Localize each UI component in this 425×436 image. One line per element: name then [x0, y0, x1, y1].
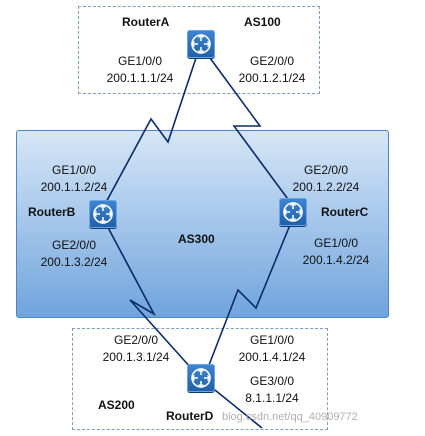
interface-name: GE3/0/0 — [249, 374, 295, 388]
router-d-ge100-label: GE1/0/0 200.1.4.1/24 — [228, 333, 316, 364]
link-a-c — [209, 57, 294, 207]
router-d-ge300-label: GE3/0/0 8.1.1.1/24 — [230, 374, 314, 405]
router-c-name: RouterC — [321, 205, 369, 219]
interface-ip: 200.1.4.1/24 — [238, 350, 306, 364]
interface-ip: 200.1.3.2/24 — [40, 255, 108, 269]
interface-ip: 200.1.1.1/24 — [106, 71, 174, 85]
router-b-icon[interactable] — [89, 200, 117, 228]
router-c-icon[interactable] — [279, 198, 307, 226]
router-d-ge200-label: GE2/0/0 200.1.3.1/24 — [92, 333, 180, 364]
as200-area — [72, 328, 328, 430]
link-a-b — [103, 57, 197, 207]
link-d-external — [209, 385, 263, 429]
router-c-ge100-label: GE1/0/0 200.1.4.2/24 — [292, 236, 380, 267]
as200-label: AS200 — [98, 398, 135, 412]
interface-name: GE1/0/0 — [249, 333, 295, 347]
watermark: blog.csdn.net/qq_40909772 — [222, 411, 358, 423]
interface-name: GE1/0/0 — [117, 54, 163, 68]
interface-name: GE2/0/0 — [303, 163, 349, 177]
router-d-icon[interactable] — [187, 364, 215, 392]
router-d-name: RouterD — [166, 409, 214, 423]
interface-name: GE1/0/0 — [51, 163, 97, 177]
router-a-ge100-label: GE1/0/0 200.1.1.1/24 — [96, 54, 184, 85]
router-b-ge200-label: GE2/0/0 200.1.3.2/24 — [30, 238, 118, 269]
router-a-ge200-label: GE2/0/0 200.1.2.1/24 — [228, 54, 316, 85]
as300-label: AS300 — [178, 232, 215, 246]
interface-ip: 200.1.2.1/24 — [238, 71, 306, 85]
interface-ip: 200.1.1.2/24 — [40, 180, 108, 194]
router-b-name: RouterB — [28, 205, 76, 219]
as300-area — [16, 130, 389, 318]
router-a-icon[interactable] — [187, 30, 215, 58]
interface-name: GE2/0/0 — [113, 333, 159, 347]
link-b-d — [103, 219, 201, 379]
interface-name: GE2/0/0 — [249, 54, 295, 68]
interface-ip: 200.1.4.2/24 — [302, 253, 370, 267]
link-c-d — [203, 219, 293, 379]
as100-label: AS100 — [244, 15, 281, 29]
interface-ip: 200.1.3.1/24 — [102, 350, 170, 364]
router-a-name: RouterA — [122, 15, 170, 29]
interface-ip: 8.1.1.1/24 — [245, 391, 299, 405]
router-b-ge100-label: GE1/0/0 200.1.1.2/24 — [30, 163, 118, 194]
as100-area — [78, 6, 320, 94]
interface-ip: 200.1.2.2/24 — [292, 180, 360, 194]
interface-name: GE2/0/0 — [51, 238, 97, 252]
interface-name: GE1/0/0 — [313, 236, 359, 250]
router-c-ge200-label: GE2/0/0 200.1.2.2/24 — [282, 163, 370, 194]
